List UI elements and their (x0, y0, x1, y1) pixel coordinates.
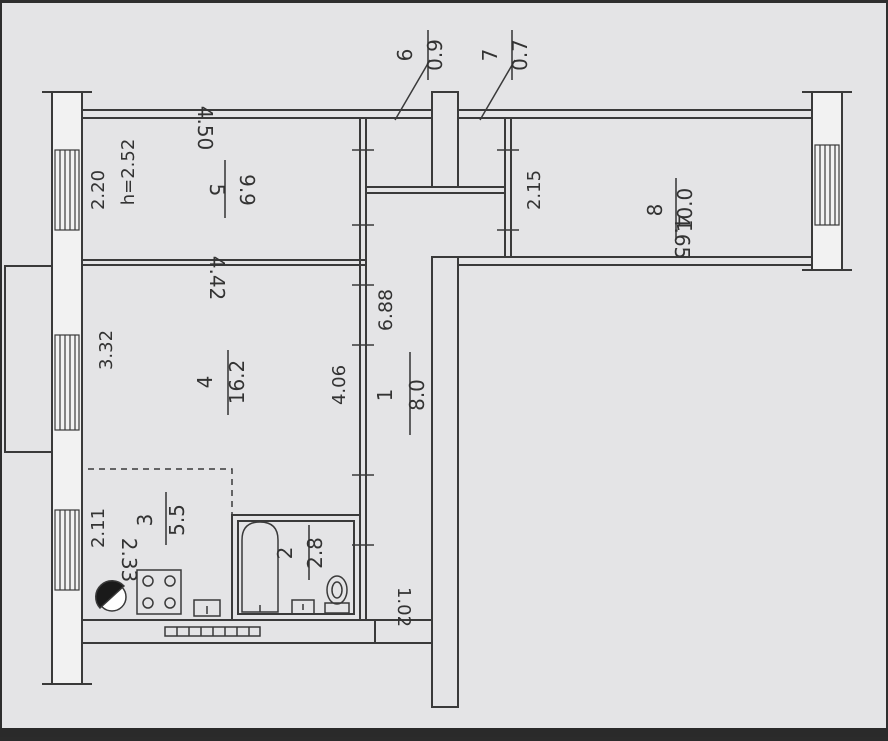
window-4 (814, 144, 840, 226)
room-area: 8.0 (405, 379, 429, 411)
window-1 (54, 149, 80, 231)
room-number: 6 (393, 49, 417, 62)
dimension-label: 4.65 (670, 215, 694, 260)
washbasin (291, 599, 315, 615)
dimension-label: 6.88 (375, 289, 397, 331)
paper-bottom-edge (0, 728, 888, 737)
room-area: 0.9 (423, 39, 447, 71)
dimension-label: 3.32 (96, 330, 117, 370)
dimension-label: 4.42 (205, 256, 229, 301)
dimension-label: 4.50 (193, 106, 217, 151)
entry-door-frame (374, 619, 433, 644)
stair-core-wall (431, 256, 459, 708)
room-area: 16.2 (225, 360, 249, 405)
room-area: 10.0 (673, 188, 697, 233)
kitchen-dashed-partition (88, 468, 233, 515)
window-2 (54, 334, 80, 431)
leader-7 (479, 59, 516, 121)
exterior-wall-left (51, 91, 83, 685)
room-area: 2.8 (303, 537, 327, 569)
dimension-label: 2.20 (88, 170, 109, 210)
stove (136, 569, 182, 615)
room-number: 1 (373, 389, 397, 402)
room-area: 5.5 (165, 504, 189, 536)
radiator (164, 626, 261, 637)
dimension-label: 2.11 (88, 508, 109, 548)
room-number: 4 (193, 376, 217, 389)
window-3 (54, 509, 80, 591)
dimension-label: 2.15 (524, 170, 545, 210)
room-number: 8 (643, 204, 667, 217)
leader-6 (394, 59, 431, 121)
room-number: 2 (273, 547, 297, 560)
room-area: 9.9 (235, 174, 259, 206)
kitchen-sink (193, 599, 221, 617)
dimension-label: 4.06 (329, 365, 350, 405)
header-mark: h=2.52 (118, 139, 139, 206)
room-number: 3 (133, 514, 157, 527)
bathroom-walls (231, 514, 361, 621)
dimension-label: 1.02 (393, 587, 414, 627)
room-number: 7 (478, 49, 502, 62)
exterior-wall-right (811, 91, 843, 271)
toilet (324, 575, 350, 614)
balcony (4, 265, 53, 453)
room-number: 5 (205, 184, 229, 197)
water-heater (94, 579, 127, 612)
bathtub (241, 521, 279, 613)
dimension-label: 2.33 (117, 538, 141, 583)
closet-6 (431, 91, 459, 188)
